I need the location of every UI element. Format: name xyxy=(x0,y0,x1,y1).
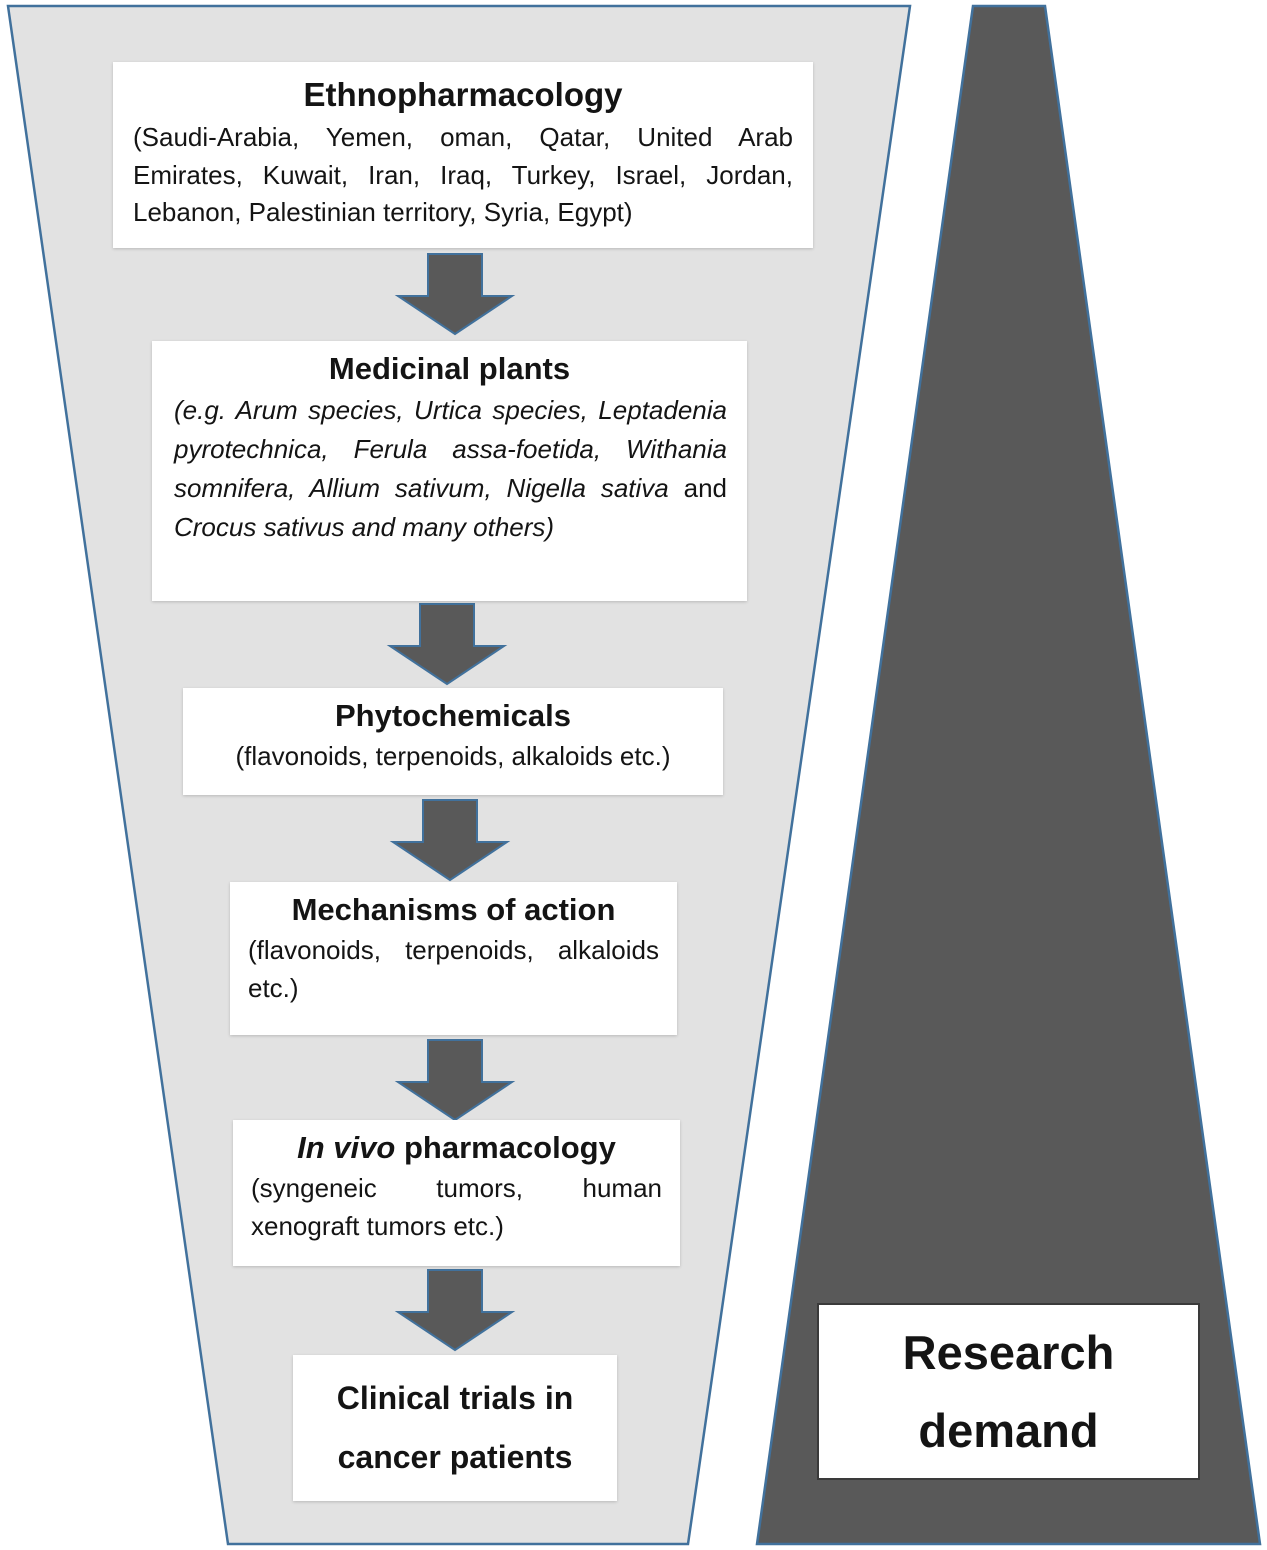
step-box-medicinal-plants: Medicinal plants (e.g. Arum species, Urt… xyxy=(152,341,747,601)
down-arrow-icon xyxy=(394,1039,516,1122)
text-segment: Clinical trials in cancer patients xyxy=(336,1380,574,1476)
step-body: (e.g. Arum species, Urtica species, Lept… xyxy=(152,389,747,553)
step-title: Clinical trials in cancer patients xyxy=(293,1355,617,1487)
step-title: Mechanisms of action xyxy=(230,882,677,930)
step-title: In vivo pharmacology xyxy=(233,1120,680,1168)
research-demand-label-box: Research demand xyxy=(817,1303,1200,1480)
text-segment: and xyxy=(668,473,728,504)
down-arrow-icon xyxy=(389,799,511,882)
down-arrow-icon xyxy=(394,1269,516,1352)
text-segment: (e.g. Arum species, Urtica species, Lept… xyxy=(174,395,727,504)
step-box-clinical-trials: Clinical trials in cancer patients xyxy=(293,1355,617,1501)
text-segment: (Saudi-Arabia, Yemen, oman, Qatar, Unite… xyxy=(133,121,793,228)
step-title: Phytochemicals xyxy=(183,688,723,736)
step-box-phytochemicals: Phytochemicals (flavonoids, terpenoids, … xyxy=(183,688,723,795)
text-segment: Medicinal plants xyxy=(328,351,571,386)
step-box-mechanisms-of-action: Mechanisms of action (flavonoids, terpen… xyxy=(230,882,677,1035)
step-body: (flavonoids, terpenoids, alkaloids etc.) xyxy=(183,736,723,782)
text-segment: Crocus sativus xyxy=(174,512,345,543)
text-segment: (syngeneic tumors, human xenograft tumor… xyxy=(251,1173,662,1241)
step-body: (Saudi-Arabia, Yemen, oman, Qatar, Unite… xyxy=(113,117,813,238)
text-segment: Mechanisms of action xyxy=(291,892,616,927)
text-segment: In vivo xyxy=(297,1130,396,1165)
text-segment xyxy=(345,512,352,542)
down-arrow-icon xyxy=(394,253,516,336)
text-segment: (flavonoids, terpenoids, alkaloids etc.) xyxy=(235,741,671,772)
step-body: (syngeneic tumors, human xenograft tumor… xyxy=(233,1168,680,1251)
step-body: (flavonoids, terpenoids, alkaloids etc.) xyxy=(230,930,677,1013)
step-title: Ethnopharmacology xyxy=(113,62,813,117)
text-segment: Phytochemicals xyxy=(334,698,572,733)
text-segment: (flavonoids, terpenoids, alkaloids etc.) xyxy=(248,935,659,1003)
text-segment: Ethnopharmacology xyxy=(303,76,623,113)
step-title: Medicinal plants xyxy=(152,341,747,389)
text-segment: and many others) xyxy=(351,512,555,543)
research-demand-label: Research demand xyxy=(902,1325,1115,1457)
down-arrow-icon xyxy=(386,603,508,686)
step-box-ethnopharmacology: Ethnopharmacology (Saudi-Arabia, Yemen, … xyxy=(113,62,813,248)
research-demand-wedge xyxy=(755,4,1262,1546)
text-segment: pharmacology xyxy=(395,1130,616,1165)
step-box-in-vivo-pharmacology: In vivo pharmacology (syngeneic tumors, … xyxy=(233,1120,680,1266)
